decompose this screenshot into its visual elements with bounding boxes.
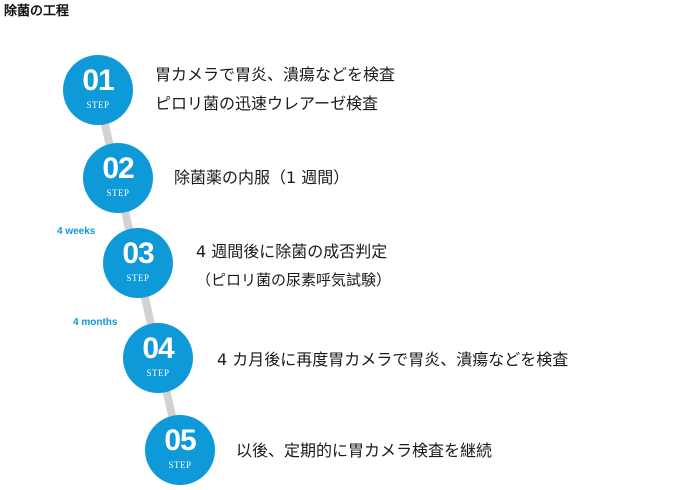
interval-label-4-months: 4 months [73,317,118,328]
step-text-line: ピロリ菌の迅速ウレアーゼ検査 [155,94,379,113]
step-number: 05 [164,424,196,457]
interval-label-4-weeks: 4 weeks [57,226,96,237]
step-number: 01 [82,64,114,97]
step-number: 04 [142,332,174,365]
step-description-04: 4 カ月後に再度胃カメラで胃炎、潰瘍などを検査 [217,345,568,374]
step-text-line: 4 週間後に除菌の成否判定 [196,242,388,261]
step-description-05: 以後、定期的に胃カメラ検査を継続 [236,436,492,465]
step-label: STEP [106,188,130,198]
step-text-line: 4 カ月後に再度胃カメラで胃炎、潰瘍などを検査 [217,350,569,369]
step-label: STEP [146,368,170,378]
step-text-line: 以後、定期的に胃カメラ検査を継続 [236,441,493,460]
step-text-line: （ピロリ菌の尿素呼気試験） [196,271,392,289]
step-description-02: 除菌薬の内服（1 週間） [174,163,349,192]
step-badge-03: 03 STEP [103,228,173,298]
step-badge-05: 05 STEP [145,415,215,485]
step-text-line: 除菌薬の内服（1 週間） [174,168,350,187]
step-badge-04: 04 STEP [123,323,193,393]
step-badge-01: 01 STEP [63,55,133,125]
step-number: 02 [102,152,134,185]
step-label: STEP [86,100,110,110]
step-description-01: 胃カメラで胃炎、潰瘍などを検査 ピロリ菌の迅速ウレアーゼ検査 [155,60,395,118]
step-badge-02: 02 STEP [83,143,153,213]
step-number: 03 [122,237,154,270]
page-title: 除菌の工程 [4,4,70,19]
step-label: STEP [126,273,150,283]
step-label: STEP [168,460,192,470]
step-description-03: 4 週間後に除菌の成否判定 （ピロリ菌の尿素呼気試験） [196,237,391,295]
step-text-line: 胃カメラで胃炎、潰瘍などを検査 [155,65,396,84]
